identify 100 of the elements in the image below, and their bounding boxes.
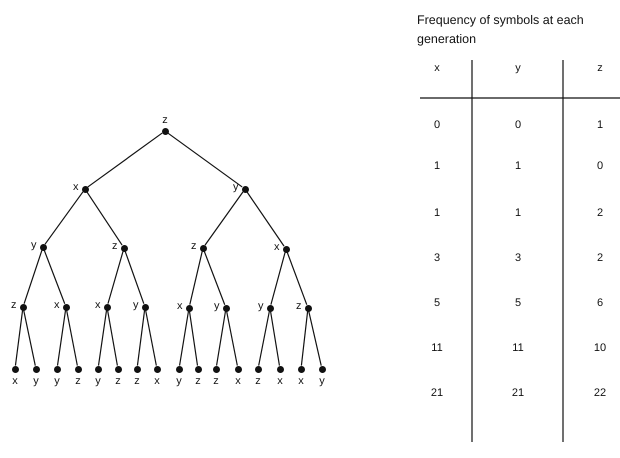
tree-node-dot xyxy=(276,366,284,372)
tree-branch xyxy=(24,250,42,304)
table-heading: Frequency of symbols at each generation xyxy=(417,12,585,48)
tree-node-dot xyxy=(134,366,140,372)
tree-branch xyxy=(136,310,146,366)
table-value: 5 xyxy=(432,297,442,309)
tree-branch xyxy=(66,310,78,366)
node-symbol-label: z xyxy=(11,299,16,311)
tree-node-dot xyxy=(154,366,160,372)
table-value: 3 xyxy=(514,252,522,264)
tree-node-dot xyxy=(162,128,168,134)
table-value: 11 xyxy=(430,342,444,354)
tree-node-dot xyxy=(194,366,202,372)
node-symbol-label: z xyxy=(162,114,168,126)
node-symbol-label: x xyxy=(274,241,280,253)
node-symbol-label: x xyxy=(95,299,100,311)
node-symbol-label: z xyxy=(112,240,118,252)
node-symbol-label: x xyxy=(54,299,60,311)
node-symbol-label: z xyxy=(296,300,302,312)
tree-node-dot xyxy=(32,366,40,372)
tree-branch xyxy=(14,310,24,366)
node-symbol-label: z xyxy=(134,375,140,387)
tree-branch xyxy=(107,251,124,304)
tree-branch xyxy=(178,311,190,366)
node-symbol-label: y xyxy=(133,299,138,311)
tree-node-dot xyxy=(242,186,248,192)
node-symbol-label: y xyxy=(31,239,36,251)
node-symbol-label: z xyxy=(75,375,81,387)
tree-node-dot xyxy=(254,366,262,372)
node-symbol-label: y xyxy=(95,375,101,387)
node-symbol-label: y xyxy=(319,375,325,387)
tree-branch xyxy=(145,310,157,366)
tree-branch xyxy=(87,132,163,188)
table-value: 1 xyxy=(432,160,442,172)
tree-branch xyxy=(258,311,270,366)
tree-node-dot xyxy=(54,366,60,372)
table-value: 21 xyxy=(430,387,444,399)
tree-node-dot xyxy=(222,304,230,312)
table-value: 5 xyxy=(514,297,522,309)
tree-branch xyxy=(246,192,285,246)
node-symbol-label: y xyxy=(214,300,220,312)
column-header: z xyxy=(596,62,604,74)
tree-node-dot xyxy=(40,244,46,250)
tree-node-dot xyxy=(200,244,206,252)
tree-node-dot xyxy=(114,366,122,372)
tree-node-dot xyxy=(104,304,110,310)
tree-branch xyxy=(56,310,66,366)
node-symbol-label: x xyxy=(154,375,160,387)
tree-node-dot xyxy=(212,366,220,372)
tree-node-dot xyxy=(74,366,82,372)
tree-branch xyxy=(107,310,118,366)
column-header: y xyxy=(514,62,522,74)
tree-node-dot xyxy=(120,244,128,252)
node-symbol-label: x xyxy=(73,181,78,193)
table-value: 1 xyxy=(596,119,604,131)
column-header: x xyxy=(433,62,441,74)
node-symbol-label: x xyxy=(298,375,304,387)
tree-branch xyxy=(308,311,322,366)
tree-branch xyxy=(188,311,198,366)
table-value: 1 xyxy=(514,207,522,219)
table-value: 1 xyxy=(514,160,522,172)
tree-branch xyxy=(44,191,84,245)
node-symbol-label: x xyxy=(12,375,18,387)
tree-branch xyxy=(167,132,243,188)
node-symbol-label: y xyxy=(176,375,182,387)
node-symbol-label: x xyxy=(177,300,182,312)
tree-node-dot xyxy=(94,366,102,372)
table-value: 2 xyxy=(596,252,604,264)
tree-node-dot xyxy=(266,304,274,312)
tree-branch xyxy=(23,310,36,366)
tree-branch xyxy=(270,252,286,305)
table-value: 21 xyxy=(510,387,526,399)
tree-node-dot xyxy=(20,304,26,310)
table-value: 0 xyxy=(432,119,442,131)
table-value: 0 xyxy=(514,119,522,131)
node-symbol-label: y xyxy=(54,375,60,387)
table-value: 22 xyxy=(592,387,608,399)
tree-node-dot xyxy=(142,304,148,310)
tree-node-dot xyxy=(234,366,242,372)
tree-node-dot xyxy=(282,246,290,252)
tree-branch xyxy=(189,251,203,305)
tree-branch xyxy=(124,251,144,304)
table-value: 11 xyxy=(511,342,525,354)
tree-branch xyxy=(204,192,244,246)
node-symbol-label: x xyxy=(235,375,241,387)
tree-node-dot xyxy=(298,366,304,372)
table-value: 3 xyxy=(432,252,442,264)
node-symbol-label: y xyxy=(233,181,238,193)
tree-branch xyxy=(286,252,308,305)
tree-node-dot xyxy=(82,186,88,192)
tree-branch xyxy=(226,311,238,366)
tree-node-dot xyxy=(318,366,326,372)
node-symbol-label: z xyxy=(255,375,261,387)
node-symbol-label: y xyxy=(258,300,264,312)
tree-branch xyxy=(270,311,280,366)
table-value: 2 xyxy=(596,207,604,219)
tree-node-dot xyxy=(62,304,70,310)
tree-node-dot xyxy=(186,304,192,312)
node-symbol-label: z xyxy=(195,375,201,387)
table-value: 1 xyxy=(432,207,442,219)
